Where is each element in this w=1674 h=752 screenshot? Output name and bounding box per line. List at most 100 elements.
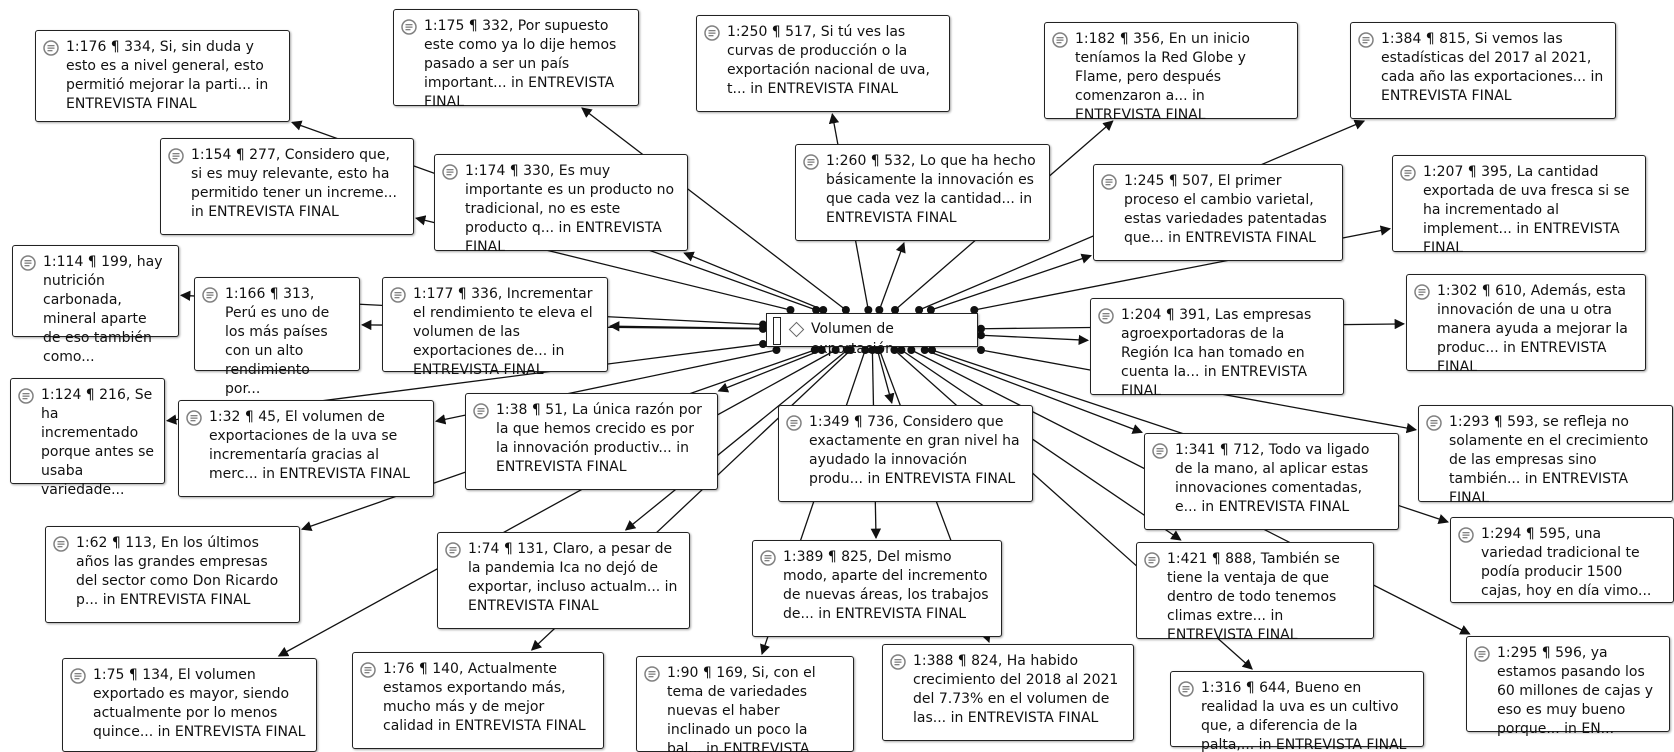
quotation-icon xyxy=(186,410,202,426)
quotation-icon xyxy=(445,542,461,558)
quotation-icon xyxy=(202,287,218,303)
quote-node[interactable]: 1:341 ¶ 712, Todo va ligado de la mano, … xyxy=(1144,433,1399,530)
link-anchor-dot xyxy=(897,346,906,354)
quote-text: 1:421 ¶ 888, También se tiene la ventaja… xyxy=(1167,551,1340,643)
quote-node[interactable]: 1:114 ¶ 199, hay nutrición carbonada, mi… xyxy=(12,245,179,365)
quote-text: 1:316 ¶ 644, Bueno en realidad la uva es… xyxy=(1201,680,1407,752)
link-anchor-dot xyxy=(846,346,855,354)
link-anchor-dot xyxy=(868,346,877,354)
quote-node[interactable]: 1:62 ¶ 113, En los últimos años las gran… xyxy=(45,526,300,623)
quotation-icon xyxy=(1098,308,1114,324)
quote-text: 1:76 ¶ 140, Actualmente estamos exportan… xyxy=(383,661,586,734)
quote-text: 1:62 ¶ 113, En los últimos años las gran… xyxy=(76,535,279,608)
quote-node[interactable]: 1:174 ¶ 330, Es muy importante es un pro… xyxy=(434,154,688,255)
quote-node[interactable]: 1:38 ¶ 51, La única razón por la que hem… xyxy=(465,393,718,490)
quote-node[interactable]: 1:207 ¶ 395, La cantidad exportada de uv… xyxy=(1392,155,1646,256)
hub-node[interactable]: Volumen de exportación xyxy=(766,313,978,357)
quotation-icon xyxy=(1101,174,1117,190)
quotation-icon xyxy=(760,550,776,566)
quote-node[interactable]: 1:260 ¶ 532, Lo que ha hecho básicamente… xyxy=(795,144,1050,241)
quote-text: 1:182 ¶ 356, En un inicio teníamos la Re… xyxy=(1075,31,1250,123)
quote-text: 1:154 ¶ 277, Considero que, si es muy re… xyxy=(191,147,397,220)
link-arrow xyxy=(277,349,836,657)
quote-text: 1:293 ¶ 593, se refleja no solamente en … xyxy=(1449,414,1649,506)
quote-node[interactable]: 1:421 ¶ 888, También se tiene la ventaja… xyxy=(1136,542,1374,643)
link-anchor-dot xyxy=(891,306,900,314)
link-anchor-dot xyxy=(890,346,899,354)
link-arrow xyxy=(878,242,906,311)
quotation-icon xyxy=(390,287,406,303)
quotation-icon xyxy=(1474,646,1490,662)
quote-node[interactable]: 1:177 ¶ 336, Incrementar el rendimiento … xyxy=(382,277,608,378)
quote-node[interactable]: 1:75 ¶ 134, El volumen exportado es mayo… xyxy=(62,658,317,752)
quote-node[interactable]: 1:176 ¶ 334, Si, sin duda y esto es a ni… xyxy=(35,30,290,122)
link-arrow xyxy=(901,349,1182,541)
quotation-icon xyxy=(1052,32,1068,48)
quotation-icon xyxy=(442,164,458,180)
quotation-icon xyxy=(1400,165,1416,181)
quote-text: 1:204 ¶ 391, Las empresas agroexportador… xyxy=(1121,307,1312,399)
quote-node[interactable]: 1:32 ¶ 45, El volumen de exportaciones d… xyxy=(178,400,434,497)
link-anchor-dot xyxy=(810,346,819,354)
quotation-icon xyxy=(43,40,59,56)
link-anchor-dot xyxy=(861,346,870,354)
quote-node[interactable]: 1:154 ¶ 277, Considero que, si es muy re… xyxy=(160,138,414,235)
link-anchor-dot xyxy=(759,340,767,349)
quote-node[interactable]: 1:90 ¶ 169, Si, con el tema de variedade… xyxy=(636,656,854,752)
quotation-icon xyxy=(168,148,184,164)
quotation-icon xyxy=(786,415,802,431)
quote-text: 1:90 ¶ 169, Si, con el tema de variedade… xyxy=(667,665,816,752)
link-arrow xyxy=(608,321,764,332)
link-anchor-dot xyxy=(864,306,873,314)
quote-node[interactable]: 1:175 ¶ 332, Por supuesto este como ya l… xyxy=(393,9,639,110)
quote-node[interactable]: 1:293 ¶ 593, se refleja no solamente en … xyxy=(1418,405,1673,506)
quotation-icon xyxy=(401,19,417,35)
link-anchor-dot xyxy=(786,306,795,314)
link-anchor-dot xyxy=(907,346,916,354)
quote-node[interactable]: 1:166 ¶ 313, Perú es uno de los más país… xyxy=(194,277,360,397)
link-arrow xyxy=(876,349,895,405)
quote-node[interactable]: 1:182 ¶ 356, En un inicio teníamos la Re… xyxy=(1044,22,1298,123)
quote-text: 1:114 ¶ 199, hay nutrición carbonada, mi… xyxy=(43,254,163,365)
link-anchor-dot xyxy=(772,346,781,354)
quote-node[interactable]: 1:302 ¶ 610, Además, esta innovación de … xyxy=(1406,274,1646,375)
quote-text: 1:176 ¶ 334, Si, sin duda y esto es a ni… xyxy=(66,39,269,112)
quote-text: 1:245 ¶ 507, El primer proceso el cambio… xyxy=(1124,173,1327,246)
link-arrow xyxy=(581,107,847,311)
link-anchor-dot xyxy=(915,306,924,314)
quote-node[interactable]: 1:349 ¶ 736, Considero que exactamente e… xyxy=(778,405,1033,502)
quote-node[interactable]: 1:74 ¶ 131, Claro, a pesar de la pandemi… xyxy=(437,532,690,629)
quote-node[interactable]: 1:389 ¶ 825, Del mismo modo, aparte del … xyxy=(752,540,1002,637)
code-diamond-icon xyxy=(788,321,805,338)
quote-node[interactable]: 1:204 ¶ 391, Las empresas agroexportador… xyxy=(1090,298,1344,399)
quote-node[interactable]: 1:316 ¶ 644, Bueno en realidad la uva es… xyxy=(1170,671,1424,752)
quotation-icon xyxy=(644,666,660,682)
quote-text: 1:388 ¶ 824, Ha habido crecimiento del 2… xyxy=(913,653,1119,726)
link-arrow xyxy=(930,253,1092,311)
link-anchor-dot xyxy=(920,346,929,354)
link-anchor-dot xyxy=(759,324,767,333)
quote-text: 1:384 ¶ 815, Si vemos las estadísticas d… xyxy=(1381,31,1604,104)
quote-text: 1:174 ¶ 330, Es muy importante es un pro… xyxy=(465,163,675,255)
link-arrow xyxy=(717,349,822,393)
quote-node[interactable]: 1:388 ¶ 824, Ha habido crecimiento del 2… xyxy=(882,644,1134,741)
link-anchor-dot xyxy=(928,346,936,354)
quotation-icon xyxy=(890,654,906,670)
quote-node[interactable]: 1:124 ¶ 216, Se ha incrementado porque a… xyxy=(10,378,165,498)
quote-node[interactable]: 1:76 ¶ 140, Actualmente estamos exportan… xyxy=(352,652,604,749)
quote-node[interactable]: 1:250 ¶ 517, Si tú ves las curvas de pro… xyxy=(696,15,950,112)
quotation-icon xyxy=(1426,415,1442,431)
quotation-icon xyxy=(1144,552,1160,568)
link-arrow xyxy=(624,349,848,531)
link-anchor-dot xyxy=(819,306,828,314)
quote-text: 1:177 ¶ 336, Incrementar el rendimiento … xyxy=(413,286,593,378)
quote-text: 1:175 ¶ 332, Por supuesto este como ya l… xyxy=(424,18,617,110)
quotation-icon xyxy=(53,536,69,552)
quote-node[interactable]: 1:245 ¶ 507, El primer proceso el cambio… xyxy=(1093,164,1343,261)
quotation-icon xyxy=(20,255,36,271)
quote-node[interactable]: 1:294 ¶ 595, una variedad tradicional te… xyxy=(1450,517,1674,603)
link-arrow xyxy=(980,334,1090,346)
quote-node[interactable]: 1:384 ¶ 815, Si vemos las estadísticas d… xyxy=(1350,22,1616,119)
quote-node[interactable]: 1:295 ¶ 596, ya estamos pasando los 60 m… xyxy=(1466,636,1670,737)
quote-text: 1:295 ¶ 596, ya estamos pasando los 60 m… xyxy=(1497,645,1654,737)
